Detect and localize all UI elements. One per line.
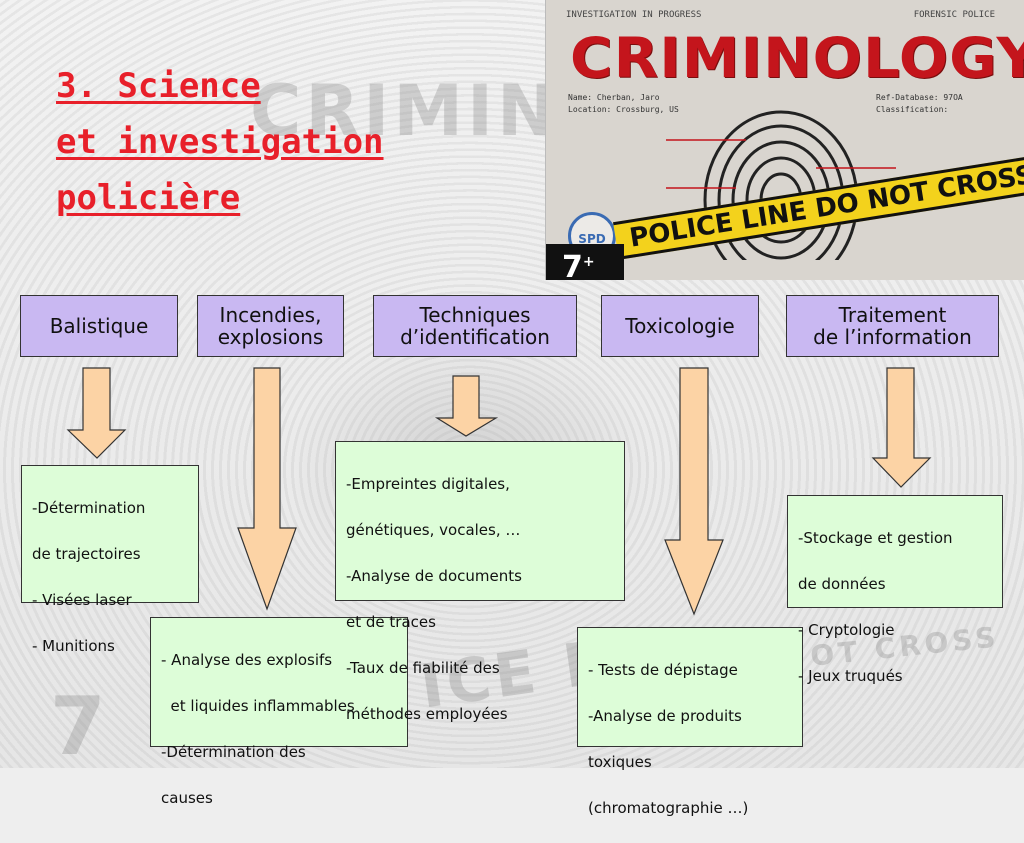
detail-line: de données — [798, 575, 886, 593]
age-rating-number: 7 — [562, 250, 583, 280]
detail-line: toxiques — [588, 753, 652, 771]
category-traitement-information: Traitement de l’information — [786, 295, 999, 357]
detail-line: - Visées laser — [32, 591, 132, 609]
age-rating-badge: 7+ — [546, 244, 624, 280]
category-incendies-explosions: Incendies, explosions — [197, 295, 344, 357]
detail-incendies-explosions: - Analyse des explosifs et liquides infl… — [150, 617, 408, 807]
background-watermark-text: CRIMINI — [250, 70, 590, 152]
detail-line: de trajectoires — [32, 545, 141, 563]
detail-line: -Détermination — [32, 499, 146, 517]
poster-header-right: FORENSIC POLICE — [913, 10, 995, 20]
title-line-1: 3. Science — [56, 66, 261, 106]
detail-line: -Stockage et gestion — [798, 529, 953, 547]
detail-line: méthodes employées — [346, 705, 508, 723]
detail-line: -Détermination des — [161, 743, 306, 761]
detail-line: causes — [161, 789, 213, 807]
detail-line: et liquides inflammables — [161, 697, 355, 715]
detail-techniques-identification: -Empreintes digitales, génétiques, vocal… — [335, 441, 625, 723]
poster-form-location: Location: Crossburg, US — [568, 105, 679, 114]
arrow-traitement — [871, 367, 932, 488]
poster-header-left: INVESTIGATION IN PROGRESS — [566, 10, 702, 20]
category-techniques-identification: Techniques d’identification — [373, 295, 577, 357]
poster-form-ref: Ref-Database: 97OA — [876, 93, 963, 102]
category-balistique: Balistique — [20, 295, 178, 357]
detail-line: -Analyse de produits — [588, 707, 742, 725]
arrow-techniques — [434, 375, 499, 437]
page-title: 3. Science et investigation policière — [56, 58, 384, 226]
diagram-arrows — [66, 367, 932, 616]
detail-traitement-information: -Stockage et gestion de données - Crypto… — [787, 495, 1003, 685]
detail-line: -Analyse de documents — [346, 567, 522, 585]
category-toxicologie: Toxicologie — [601, 295, 759, 357]
detail-line: génétiques, vocales, … — [346, 521, 521, 539]
detail-line: (chromatographie …) — [588, 799, 749, 817]
poster-form-name: Name: Cherban, Jaro — [568, 93, 660, 102]
detail-balistique: -Détermination de trajectoires - Visées … — [21, 465, 199, 655]
arrow-balistique — [66, 367, 127, 459]
detail-line: -Taux de fiabilité des — [346, 659, 500, 677]
detail-line: - Cryptologie — [798, 621, 895, 639]
poster-form-right: Ref-Database: 97OA Classification: — [876, 92, 963, 116]
detail-toxicologie: - Tests de dépistage -Analyse de produit… — [577, 627, 803, 817]
arrow-incendies — [237, 367, 297, 611]
title-line-3: policière — [56, 178, 241, 218]
arrow-toxicologie — [664, 367, 724, 616]
age-rating-plus: + — [582, 254, 595, 270]
detail-line: - Jeux truqués — [798, 667, 903, 685]
poster-form-left: Name: Cherban, Jaro Location: Crossburg,… — [568, 92, 679, 116]
detail-line: et de traces — [346, 613, 436, 631]
background-watermark-7: 7 — [50, 680, 110, 773]
detail-line: - Munitions — [32, 637, 115, 655]
poster-title: CRIMINOLOGY — [570, 25, 1024, 91]
title-line-2: et investigation — [56, 122, 384, 162]
detail-line: -Empreintes digitales, — [346, 475, 510, 493]
detail-line: - Tests de dépistage — [588, 661, 738, 679]
criminology-poster-image: INVESTIGATION IN PROGRESS FORENSIC POLIC… — [545, 0, 1024, 280]
poster-form-class: Classification: — [876, 105, 949, 114]
detail-line: - Analyse des explosifs — [161, 651, 333, 669]
